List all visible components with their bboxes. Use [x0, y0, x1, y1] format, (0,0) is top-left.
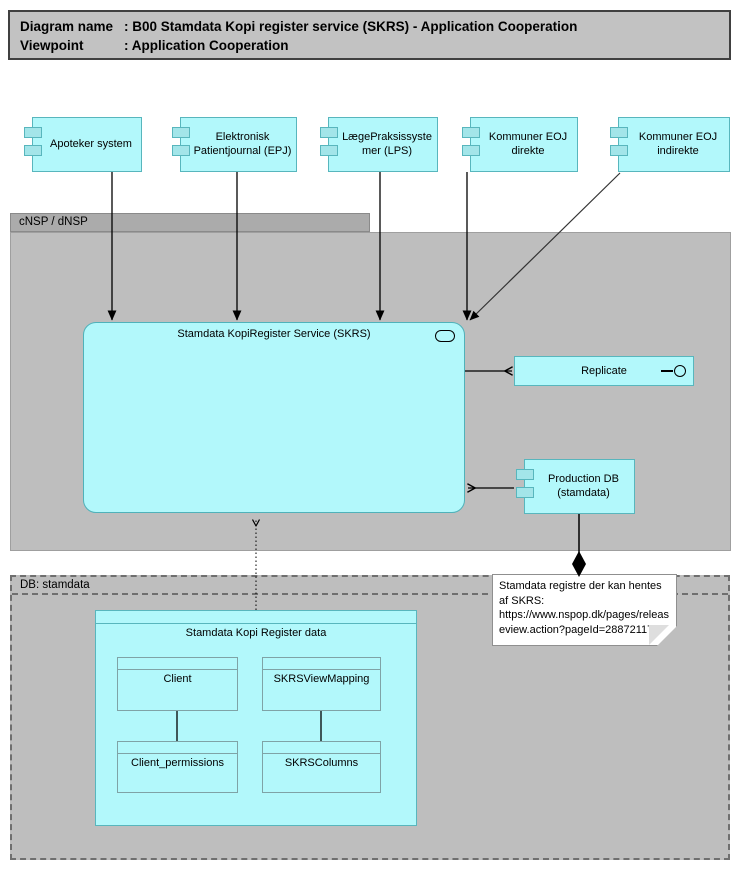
- component-lps: LægePraksissystemer (LPS): [320, 117, 438, 172]
- component-tab-icon: [516, 469, 534, 480]
- component-tab-icon: [24, 127, 42, 138]
- component-eoj-direkte-label: Kommuner EOJ direkte: [488, 131, 568, 157]
- group-cnsp-tab: cNSP / dNSP: [10, 213, 370, 232]
- diagram-name-value: : B00 Stamdata Kopi register service (SK…: [124, 19, 578, 34]
- component-tab-icon: [610, 127, 628, 138]
- component-tab-icon: [320, 145, 338, 156]
- component-production-db-label: Production DB (stamdata): [548, 473, 619, 499]
- data-object-client-permissions: Client_permissions: [117, 741, 238, 793]
- component-lps-label: LægePraksissystemer (LPS): [342, 131, 432, 157]
- interface-stem: [661, 370, 673, 372]
- note-text: Stamdata registre der kan hentes af SKRS…: [499, 580, 669, 636]
- component-tab-icon: [172, 145, 190, 156]
- data-object-register-data-label: Stamdata Kopi Register data: [185, 627, 327, 639]
- data-object-band: [263, 742, 380, 754]
- component-tab-icon: [320, 127, 338, 138]
- data-object-band: [118, 658, 237, 670]
- application-service-oval-icon: [435, 330, 455, 342]
- data-object-client-label: Client: [163, 673, 192, 685]
- component-tab-icon: [462, 127, 480, 138]
- component-tab-icon: [462, 145, 480, 156]
- component-tab-icon: [172, 127, 190, 138]
- data-object-client: Client: [117, 657, 238, 711]
- composition-diamond-icon: [572, 551, 586, 577]
- component-tab-icon: [516, 487, 534, 498]
- group-db-stamdata-header: DB: stamdata: [12, 577, 728, 595]
- service-skrs: Stamdata KopiRegister Service (SKRS): [83, 322, 465, 513]
- data-object-band: [263, 658, 380, 670]
- data-object-register-data: Stamdata Kopi Register data: [95, 610, 417, 826]
- data-object-skrs-view-mapping: SKRSViewMapping: [262, 657, 381, 711]
- component-apoteker-system: Apoteker system: [24, 117, 142, 172]
- component-eoj-indirekte: Kommuner EOJ indirekte: [610, 117, 730, 172]
- diagram-name-label: Diagram name: [20, 19, 114, 34]
- viewpoint-value: : Application Cooperation: [124, 38, 289, 53]
- component-tab-icon: [610, 145, 628, 156]
- component-epj: Elektronisk Patientjournal (EPJ): [172, 117, 297, 172]
- component-eoj-direkte: Kommuner EOJ direkte: [462, 117, 578, 172]
- diagram-title-block: Diagram name : B00 Stamdata Kopi registe…: [8, 10, 731, 60]
- data-object-skrs-view-mapping-label: SKRSViewMapping: [273, 673, 370, 685]
- component-apoteker-label: Apoteker system: [50, 137, 132, 150]
- interface-ball: [674, 365, 686, 377]
- service-replicate-label: Replicate: [581, 365, 627, 377]
- data-object-band: [118, 742, 237, 754]
- data-object-skrs-columns: SKRSColumns: [262, 741, 381, 793]
- service-replicate: Replicate: [514, 356, 694, 386]
- component-epj-label: Elektronisk Patientjournal (EPJ): [193, 131, 292, 157]
- data-object-skrs-columns-label: SKRSColumns: [284, 757, 359, 769]
- service-skrs-label: Stamdata KopiRegister Service (SKRS): [177, 328, 371, 340]
- diagram-name-row: Diagram name : B00 Stamdata Kopi registe…: [20, 17, 719, 36]
- viewpoint-label: Viewpoint: [20, 38, 84, 53]
- component-production-db: Production DB (stamdata): [516, 459, 635, 514]
- group-cnsp-label: cNSP / dNSP: [19, 216, 88, 228]
- data-object-band: [96, 611, 416, 624]
- viewpoint-row: Viewpoint : Application Cooperation: [20, 36, 719, 55]
- component-tab-icon: [24, 145, 42, 156]
- group-db-stamdata-label: DB: stamdata: [20, 579, 90, 591]
- interface-lollipop-icon: [661, 365, 686, 377]
- component-eoj-indirekte-label: Kommuner EOJ indirekte: [638, 131, 718, 157]
- data-object-client-permissions-label: Client_permissions: [131, 757, 224, 769]
